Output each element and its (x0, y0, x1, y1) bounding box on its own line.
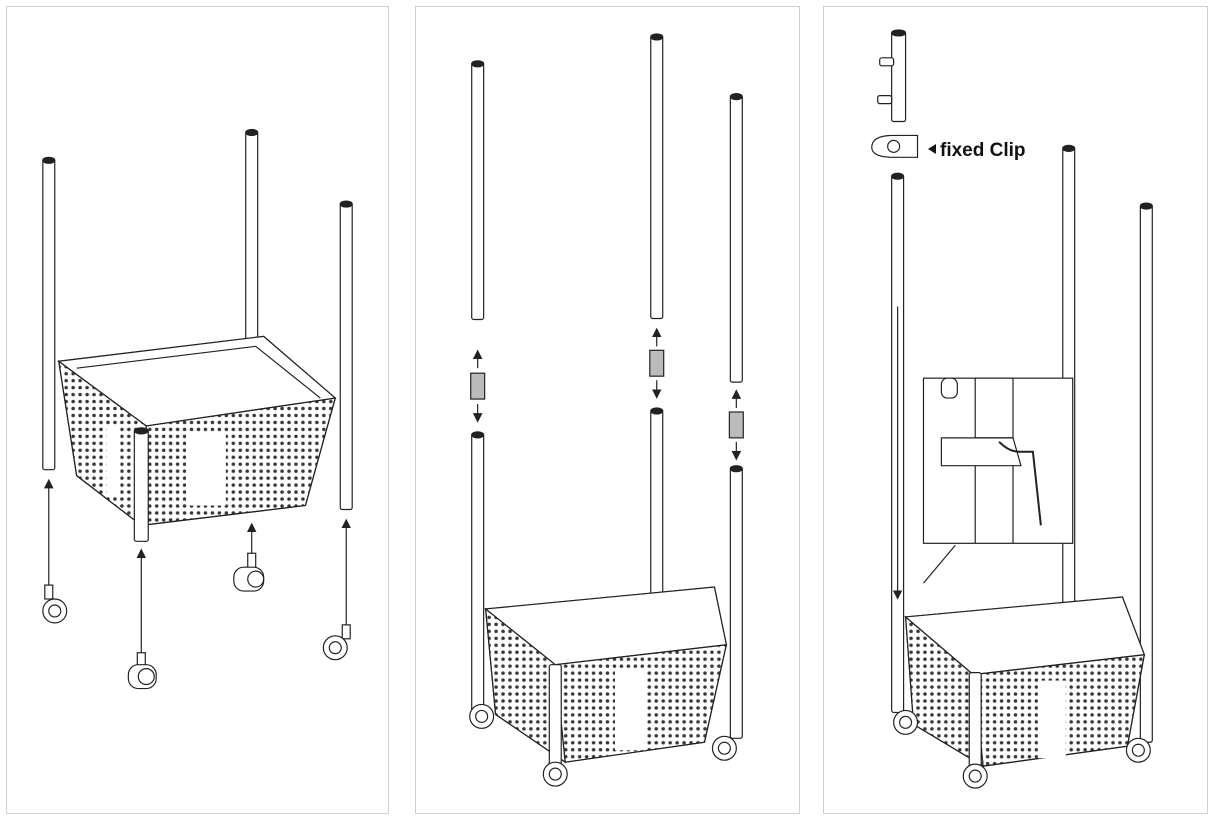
front-pole (548, 664, 562, 769)
step-1-illustration (42, 128, 353, 690)
threaded-connector (649, 327, 665, 399)
lower-pole (650, 409, 664, 606)
step-2-illustration (469, 33, 744, 787)
fixed-clip-label: fixed Clip (940, 140, 1026, 161)
upper-pole (650, 35, 664, 320)
upper-pole (471, 62, 485, 321)
threaded-connector (728, 389, 744, 461)
lower-pole (471, 433, 485, 723)
assembly-step-1-panel (6, 6, 389, 814)
front-pole (968, 672, 982, 775)
basket (484, 586, 728, 764)
threaded-connector (470, 349, 486, 423)
callout-arrow-icon (928, 143, 936, 154)
step-3-illustration (871, 29, 1153, 789)
hook-pole (877, 29, 907, 123)
upper-pole (729, 95, 743, 383)
clip-detail-inset (922, 377, 1074, 584)
assembly-step-2-panel (415, 6, 800, 814)
fixed-clip (871, 134, 919, 158)
pole-front-left (133, 429, 149, 542)
pole-back-right (245, 130, 259, 371)
lower-pole (729, 467, 743, 739)
assembly-step-3-panel: fixed Clip (823, 6, 1208, 814)
caster-wheel (42, 584, 68, 624)
caster-wheel (233, 552, 265, 592)
basket (904, 596, 1146, 768)
fixed-clip-callout: fixed Clip (928, 140, 1026, 162)
pole-front-right (339, 202, 353, 511)
caster-wheel (127, 652, 157, 690)
caster-wheel (322, 624, 351, 661)
pole-back-left (42, 158, 56, 471)
basket (57, 335, 337, 527)
